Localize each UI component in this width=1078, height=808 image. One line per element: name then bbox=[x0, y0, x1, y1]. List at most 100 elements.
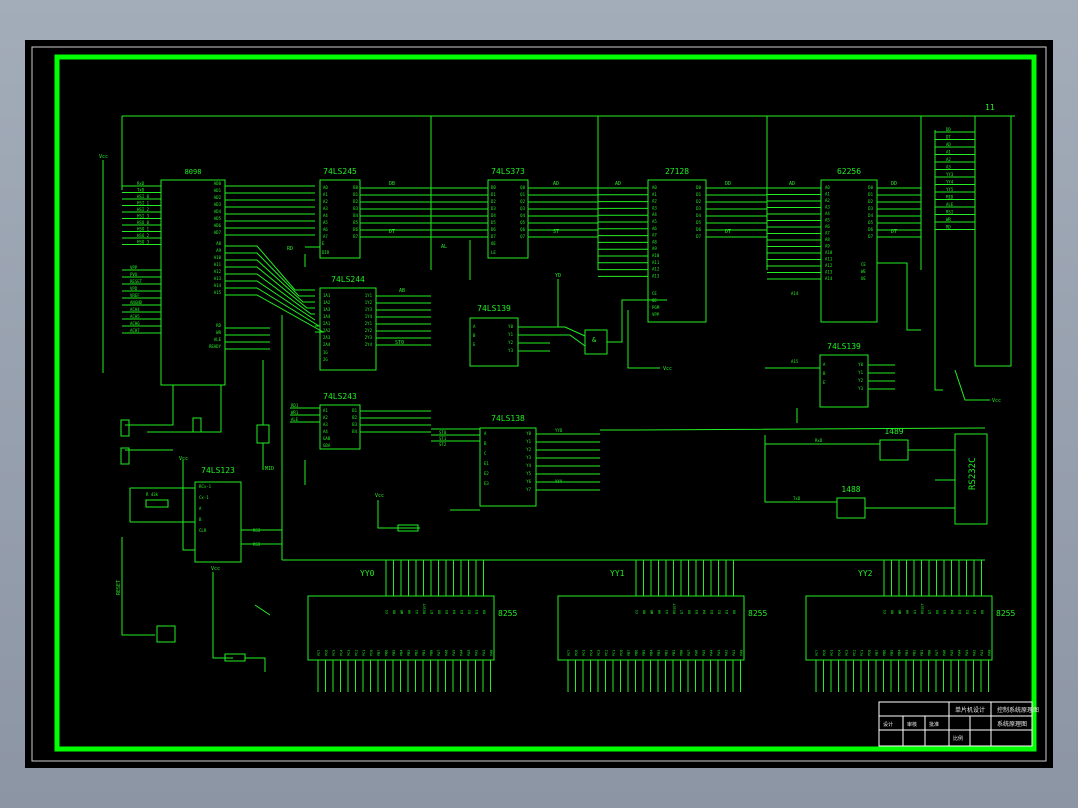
ppi-top-label: D5 bbox=[695, 610, 699, 614]
u138-l: B bbox=[484, 441, 487, 446]
ppi-bot-label: PB6 bbox=[883, 650, 887, 656]
ppi-sel-2: YY2 bbox=[858, 569, 873, 578]
chip-74ls244 bbox=[319, 287, 377, 371]
u123-l: Cx-1 bbox=[199, 495, 209, 500]
u373-d: D5 bbox=[491, 220, 496, 225]
eprom-vcc bbox=[627, 310, 660, 369]
ram-a: A1 bbox=[825, 192, 830, 197]
conn-label: RD bbox=[946, 225, 951, 230]
cpu-left-label: HSI 0 bbox=[137, 194, 150, 199]
ppi-top-label: D0 bbox=[483, 610, 487, 614]
u244-r: 1Y2 bbox=[365, 300, 373, 305]
u245-b: B6 bbox=[353, 227, 358, 232]
u244-r: 2Y2 bbox=[365, 328, 373, 333]
cpu-a-label: A12 bbox=[214, 269, 222, 274]
u139a-r: Y2 bbox=[508, 340, 513, 345]
u245-a: A0 bbox=[323, 185, 328, 190]
conn-label: WR bbox=[946, 217, 951, 222]
a15-label: A15 bbox=[791, 359, 799, 364]
connector bbox=[974, 115, 1012, 367]
u245-title: 74LS245 bbox=[323, 167, 357, 176]
u245-b: B0 bbox=[353, 185, 358, 190]
u245-a: A5 bbox=[323, 220, 328, 225]
ppi-bot-label: PC1 bbox=[362, 650, 366, 656]
ppi-bot-label: PB3 bbox=[905, 650, 909, 656]
eprom-d: D0 bbox=[696, 185, 701, 190]
u245-b: B3 bbox=[353, 206, 358, 211]
eprom-a: A8 bbox=[652, 239, 657, 244]
u244-r: 1Y1 bbox=[365, 293, 373, 298]
cpu-a-label: A11 bbox=[214, 262, 222, 267]
cpu-left2-label: VPP bbox=[130, 265, 138, 270]
ppi-top-label: D1 bbox=[475, 610, 479, 614]
cpu-ad-label: AD6 bbox=[214, 223, 222, 228]
u243-in-label: WR1 bbox=[291, 410, 299, 415]
rsi-label: RSI bbox=[253, 528, 261, 533]
ppi-top-label: WR bbox=[650, 609, 654, 614]
u243-l: A4 bbox=[323, 429, 328, 434]
cpu-a-label: A8 bbox=[216, 241, 221, 246]
u373-title: 74LS373 bbox=[491, 167, 525, 176]
ppi-top-label: D7 bbox=[680, 610, 684, 614]
yyd-label: YYD bbox=[555, 428, 563, 433]
ppi-bot-label: PC2 bbox=[355, 650, 359, 656]
cpu-a-label: A13 bbox=[214, 276, 222, 281]
u138-r: Y4 bbox=[526, 463, 531, 468]
chip-74ls138 bbox=[479, 427, 537, 507]
u139b-l: A bbox=[823, 362, 826, 367]
u373-d: D0 bbox=[491, 185, 496, 190]
u244-g1: 1G bbox=[323, 350, 328, 355]
cpu-left2-label: ACH5 bbox=[130, 314, 140, 319]
ppi-top-label: D3 bbox=[710, 610, 714, 614]
conn-label: AD bbox=[946, 142, 951, 147]
u243-r: B3 bbox=[352, 422, 357, 427]
u373-q: Q2 bbox=[520, 199, 525, 204]
txd-wire bbox=[764, 444, 837, 503]
ppi-bot-label: PC3 bbox=[347, 650, 351, 656]
ppi-top-label: D1 bbox=[973, 610, 977, 614]
ppi-bot-label: PA0 bbox=[988, 650, 992, 656]
u139b-r: Y0 bbox=[858, 362, 863, 367]
tb-c1: 设计 bbox=[883, 721, 893, 728]
ram-d: D3 bbox=[868, 206, 873, 211]
eprom-a: A4 bbox=[652, 212, 657, 217]
ppi-bot-label: PB7 bbox=[377, 650, 381, 656]
al-label: AL bbox=[441, 244, 447, 250]
ppi-bot-label: PA5 bbox=[702, 650, 706, 656]
tb-title: 控制系统原理图 bbox=[997, 706, 1039, 714]
cpu-8098 bbox=[160, 179, 226, 386]
cpu-left2-label: VREF bbox=[130, 293, 140, 298]
cpu-a-label: A14 bbox=[214, 283, 222, 288]
ram-a: A13 bbox=[825, 270, 833, 275]
u138-l: C bbox=[484, 451, 487, 456]
u138-r: Y5 bbox=[526, 471, 531, 476]
u139b-title: 74LS139 bbox=[827, 342, 861, 351]
ppi-bot-label: PB4 bbox=[898, 650, 902, 656]
u138-l: E1 bbox=[484, 461, 489, 466]
u373-q: Q3 bbox=[520, 206, 525, 211]
u1488-title: 1488 bbox=[841, 485, 860, 494]
cpu-left2-label: ANGND bbox=[130, 300, 143, 305]
tb-c2: 审核 bbox=[907, 721, 917, 728]
dd2-label: DD bbox=[891, 181, 897, 187]
u244-title: 74LS244 bbox=[331, 275, 365, 284]
ppi-top-label: A0 bbox=[408, 610, 412, 614]
cpu-left-label: HSO 2 bbox=[137, 233, 150, 238]
u244-l: 2A2 bbox=[323, 328, 331, 333]
ram-d: D6 bbox=[868, 227, 873, 232]
a14-label: A14 bbox=[791, 291, 799, 296]
eprom-d: D2 bbox=[696, 199, 701, 204]
u243-title: 74LS243 bbox=[323, 392, 357, 401]
ram-d: D5 bbox=[868, 220, 873, 225]
ppi-bot-label: PA6 bbox=[943, 650, 947, 656]
u244-l: 2A3 bbox=[323, 335, 331, 340]
u123-l: RCx-1 bbox=[199, 484, 212, 489]
u244-l: 1A4 bbox=[323, 314, 331, 319]
u244-r: 1Y3 bbox=[365, 307, 373, 312]
ppi-bot-label: PC0 bbox=[868, 650, 872, 656]
tb-sheet: 系统原理图 bbox=[997, 720, 1027, 728]
ppi-bot-label: PC0 bbox=[370, 650, 374, 656]
ad2-label: AD bbox=[615, 181, 621, 187]
